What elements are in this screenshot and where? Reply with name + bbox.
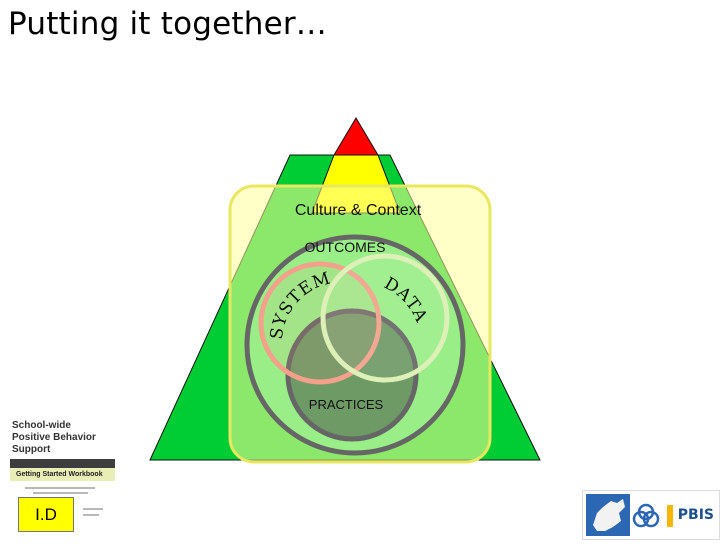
data-ring [320,253,450,383]
pbis-logo: PBIS [582,490,720,540]
workbook-text-line [83,514,99,516]
pbis-badge-stripe [667,505,673,527]
rings-icon-3 [642,510,660,528]
pbis-logo-text: PBIS [677,507,714,523]
section-id-label: I.D [18,497,74,532]
workbook-dark-band [10,459,115,470]
practices-label: PRACTICES [309,397,384,412]
workbook-subtitle: Getting Started Workbook [10,468,115,481]
workbook-text-line [33,492,88,494]
triangle-red-tier [333,117,379,156]
workbook-text-line [25,487,95,489]
workbook-thumbnail: School-wide Positive Behavior Support Ge… [7,412,117,540]
slide-title: Putting it together… [8,6,328,42]
region-map-shape [593,499,625,531]
workbook-text-line [83,508,103,510]
systems-ring [258,261,382,385]
culture-context-label: Culture & Context [295,202,422,219]
workbook-heading: School-wide Positive Behavior Support [12,420,96,455]
outcomes-label: OUTCOMES [305,239,386,255]
rings-icon-2 [632,510,650,528]
logo-graphic [586,494,673,536]
